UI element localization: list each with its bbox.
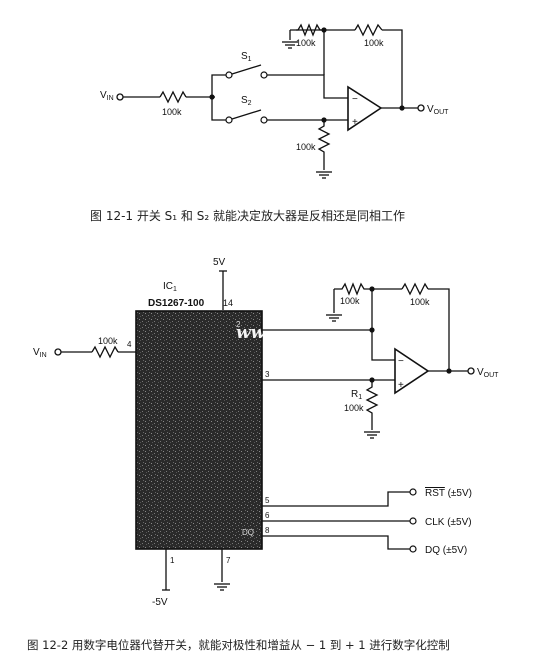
fig2-input-resistor — [91, 345, 119, 359]
fig2-dq-label: DQ (±5V) — [425, 545, 467, 556]
fig1-top-left-resistor-label: 100k — [296, 38, 316, 48]
fig2-opamp-plus: + — [398, 380, 404, 391]
fig2-pin5: 5 — [265, 496, 270, 505]
fig1-s2-label: S2 — [241, 95, 252, 107]
fig2-pin1: 1 — [170, 556, 175, 565]
fig2-ic-body — [135, 310, 263, 550]
fig2-clk-label: CLK (±5V) — [425, 517, 472, 528]
fig2-r1-value: 100k — [344, 403, 364, 413]
fig2-pin14: 14 — [223, 298, 233, 308]
fig2-neg-supply: -5V — [152, 597, 168, 608]
fig1-opamp — [347, 85, 383, 132]
fig1-s2-contact-a — [225, 116, 233, 124]
fig1-s1-contact-a — [225, 71, 233, 79]
fig1-s2-contact-b — [260, 116, 268, 124]
fig2-pin7: 7 — [226, 556, 231, 565]
figure-12-2: 5V IC1 DS1267-100 14 www.Dz3w.Com 2 VIN … — [33, 257, 499, 608]
fig1-vout-terminal — [417, 104, 425, 112]
fig2-feedback-resistor — [401, 282, 429, 296]
fig1-vin-label: VIN — [100, 90, 114, 102]
fig2-rst-label: RST (±5V) — [425, 488, 472, 499]
fig1-opamp-minus: − — [352, 94, 358, 105]
watermark: www.Dz3w.Com — [236, 323, 382, 343]
fig2-r1-label: R1 — [351, 389, 362, 401]
fig1-switch-s1 — [231, 64, 262, 75]
fig1-ground-resistor-top — [290, 23, 324, 37]
fig1-s1-label: S1 — [241, 51, 252, 63]
fig1-vout-label: VOUT — [427, 104, 449, 116]
fig2-input-resistor-label: 100k — [98, 336, 118, 346]
fig1-caption: 图 12-1 开关 S₁ 和 S₂ 就能决定放大器是反相还是同相工作 — [90, 209, 405, 223]
fig2-pin3: 3 — [265, 370, 270, 379]
fig2-pin8: 8 — [265, 526, 270, 535]
fig2-r1-resistor — [365, 380, 379, 430]
fig2-top-left-resistor-label: 100k — [340, 296, 360, 306]
fig1-input-resistor-label: 100k — [162, 107, 182, 117]
fig2-ic-ref: IC1 — [163, 281, 177, 293]
fig2-opamp — [394, 347, 430, 395]
fig2-pin6: 6 — [265, 511, 270, 520]
fig2-feedback-resistor-label: 100k — [410, 297, 430, 307]
figure-12-1: VIN 100k S1 S2 100k — [100, 23, 449, 179]
fig2-opamp-minus: − — [398, 356, 404, 367]
fig1-ground-resistor-label: 100k — [296, 142, 316, 152]
fig1-vin-terminal — [116, 93, 124, 101]
fig2-top-left-resistor — [334, 282, 372, 296]
fig1-input-resistor — [159, 90, 187, 104]
fig2-pin2: 2 — [236, 320, 241, 329]
fig2-supply-label: 5V — [213, 257, 226, 268]
fig2-rst-terminal — [409, 488, 417, 496]
fig1-feedback-resistor — [354, 23, 383, 37]
fig2-dq-terminal — [409, 545, 417, 553]
fig1-plus-ground-resistor — [317, 120, 331, 170]
fig1-switch-s2 — [231, 109, 262, 120]
fig1-s1-contact-b — [260, 71, 268, 79]
fig2-ic-part: DS1267-100 — [148, 298, 205, 309]
fig1-opamp-plus: + — [352, 117, 358, 128]
fig2-vout-terminal — [467, 367, 475, 375]
fig2-vin-terminal — [54, 348, 62, 356]
fig2-pin4: 4 — [127, 340, 132, 349]
fig2-caption: 图 12-2 用数字电位器代替开关，就能对极性和增益从 − 1 到 + 1 进行… — [27, 638, 450, 652]
fig1-feedback-resistor-label: 100k — [364, 38, 384, 48]
fig2-vin-label: VIN — [33, 347, 47, 359]
fig2-vout-label: VOUT — [477, 367, 499, 379]
fig2-pin-dq: DQ — [242, 528, 254, 537]
fig2-clk-terminal — [409, 517, 417, 525]
